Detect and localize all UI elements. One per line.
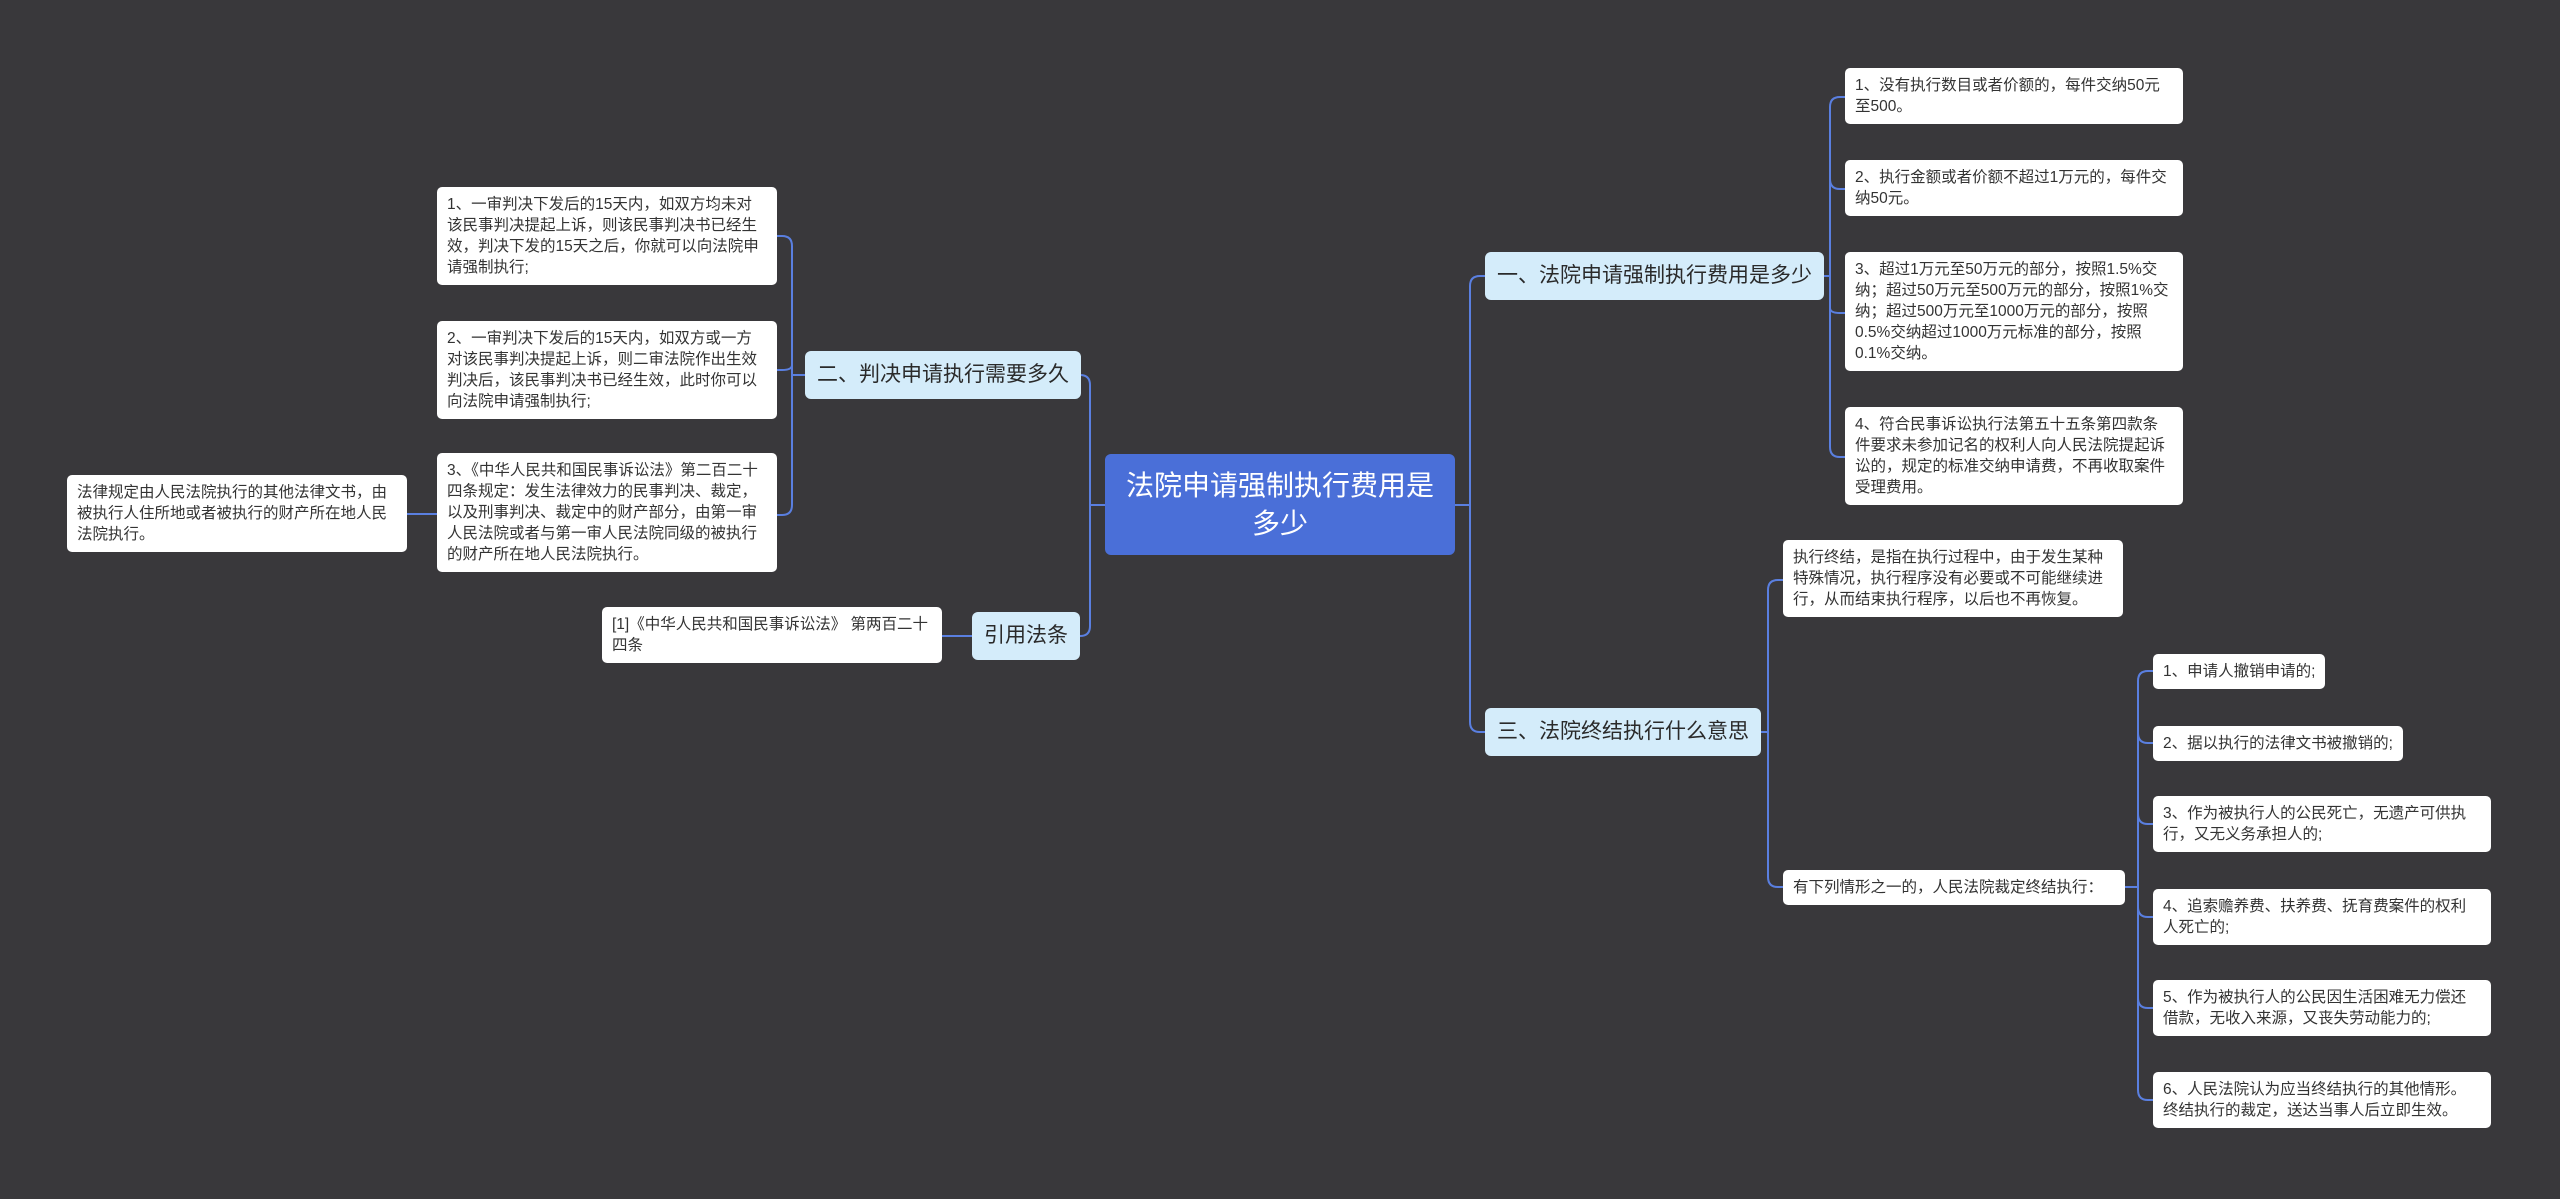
- leaf-text: [1]《中华人民共和国民事诉讼法》 第两百二十四条: [612, 616, 929, 654]
- execution-item-1[interactable]: 1、一审判决下发后的15天内，如双方均未对该民事判决提起上诉，则该民事判决书已经…: [437, 187, 777, 285]
- termination-item-1[interactable]: 1、申请人撤销申请的;: [2153, 654, 2326, 689]
- branch-cited-law[interactable]: 引用法条: [972, 612, 1080, 660]
- leaf-text: 1、一审判决下发后的15天内，如双方均未对该民事判决提起上诉，则该民事判决书已经…: [447, 196, 759, 276]
- termination-definition[interactable]: 执行终结，是指在执行过程中，由于发生某种特殊情况，执行程序没有必要或不可能继续进…: [1783, 540, 2123, 617]
- termination-item-3[interactable]: 3、作为被执行人的公民死亡，无遗产可供执行，又无义务承担人的;: [2153, 796, 2491, 852]
- leaf-text: 3、超过1万元至50万元的部分，按照1.5%交纳；超过50万元至500万元的部分…: [1855, 261, 2169, 362]
- leaf-text: 4、符合民事诉讼执行法第五十五条第四款条件要求未参加记名的权利人向人民法院提起诉…: [1855, 416, 2166, 496]
- termination-item-2[interactable]: 2、据以执行的法律文书被撤销的;: [2153, 726, 2403, 761]
- branch-label: 引用法条: [984, 624, 1068, 647]
- branch-execution-time[interactable]: 二、判决申请执行需要多久: [805, 351, 1081, 399]
- termination-item-6[interactable]: 6、人民法院认为应当终结执行的其他情形。终结执行的裁定，送达当事人后立即生效。: [2153, 1072, 2491, 1128]
- leaf-text: 4、追索赡养费、扶养费、抚育费案件的权利人死亡的;: [2163, 898, 2467, 936]
- branch-fee-amount[interactable]: 一、法院申请强制执行费用是多少: [1485, 252, 1824, 300]
- fee-item-3[interactable]: 3、超过1万元至50万元的部分，按照1.5%交纳；超过50万元至500万元的部分…: [1845, 252, 2183, 371]
- leaf-text: 3、《中华人民共和国民事诉讼法》第二百二十四条规定：发生法律效力的民事判决、裁定…: [447, 462, 758, 563]
- fee-item-4[interactable]: 4、符合民事诉讼执行法第五十五条第四款条件要求未参加记名的权利人向人民法院提起诉…: [1845, 407, 2183, 505]
- leaf-text: 2、据以执行的法律文书被撤销的;: [2163, 735, 2393, 752]
- leaf-text: 6、人民法院认为应当终结执行的其他情形。终结执行的裁定，送达当事人后立即生效。: [2163, 1081, 2467, 1119]
- cited-law-item[interactable]: [1]《中华人民共和国民事诉讼法》 第两百二十四条: [602, 607, 942, 663]
- execution-subitem[interactable]: 法律规定由人民法院执行的其他法律文书，由被执行人住所地或者被执行的财产所在地人民…: [67, 475, 407, 552]
- leaf-text: 3、作为被执行人的公民死亡，无遗产可供执行，又无义务承担人的;: [2163, 805, 2467, 843]
- leaf-text: 1、没有执行数目或者价额的，每件交纳50元至500。: [1855, 77, 2160, 115]
- termination-item-4[interactable]: 4、追索赡养费、扶养费、抚育费案件的权利人死亡的;: [2153, 889, 2491, 945]
- leaf-text: 执行终结，是指在执行过程中，由于发生某种特殊情况，执行程序没有必要或不可能继续进…: [1793, 549, 2104, 608]
- fee-item-2[interactable]: 2、执行金额或者价额不超过1万元的，每件交纳50元。: [1845, 160, 2183, 216]
- leaf-text: 2、执行金额或者价额不超过1万元的，每件交纳50元。: [1855, 169, 2167, 207]
- termination-item-5[interactable]: 5、作为被执行人的公民因生活困难无力偿还借款，无收入来源，又丧失劳动能力的;: [2153, 980, 2491, 1036]
- leaf-text: 2、一审判决下发后的15天内，如双方或一方对该民事判决提起上诉，则二审法院作出生…: [447, 330, 758, 410]
- branch-label: 一、法院申请强制执行费用是多少: [1497, 264, 1812, 287]
- root-label: 法院申请强制执行费用是多少: [1125, 469, 1434, 539]
- termination-circumstance[interactable]: 有下列情形之一的，人民法院裁定终结执行：: [1783, 870, 2125, 905]
- execution-item-2[interactable]: 2、一审判决下发后的15天内，如双方或一方对该民事判决提起上诉，则二审法院作出生…: [437, 321, 777, 419]
- leaf-text: 5、作为被执行人的公民因生活困难无力偿还借款，无收入来源，又丧失劳动能力的;: [2163, 989, 2467, 1027]
- execution-item-3[interactable]: 3、《中华人民共和国民事诉讼法》第二百二十四条规定：发生法律效力的民事判决、裁定…: [437, 453, 777, 572]
- leaf-text: 法律规定由人民法院执行的其他法律文书，由被执行人住所地或者被执行的财产所在地人民…: [77, 484, 388, 543]
- fee-item-1[interactable]: 1、没有执行数目或者价额的，每件交纳50元至500。: [1845, 68, 2183, 124]
- branch-label: 三、法院终结执行什么意思: [1497, 720, 1749, 743]
- branch-termination[interactable]: 三、法院终结执行什么意思: [1485, 708, 1761, 756]
- root-topic[interactable]: 法院申请强制执行费用是多少: [1105, 454, 1455, 555]
- leaf-text: 有下列情形之一的，人民法院裁定终结执行：: [1793, 879, 2104, 896]
- leaf-text: 1、申请人撤销申请的;: [2163, 663, 2316, 680]
- branch-label: 二、判决申请执行需要多久: [817, 363, 1069, 386]
